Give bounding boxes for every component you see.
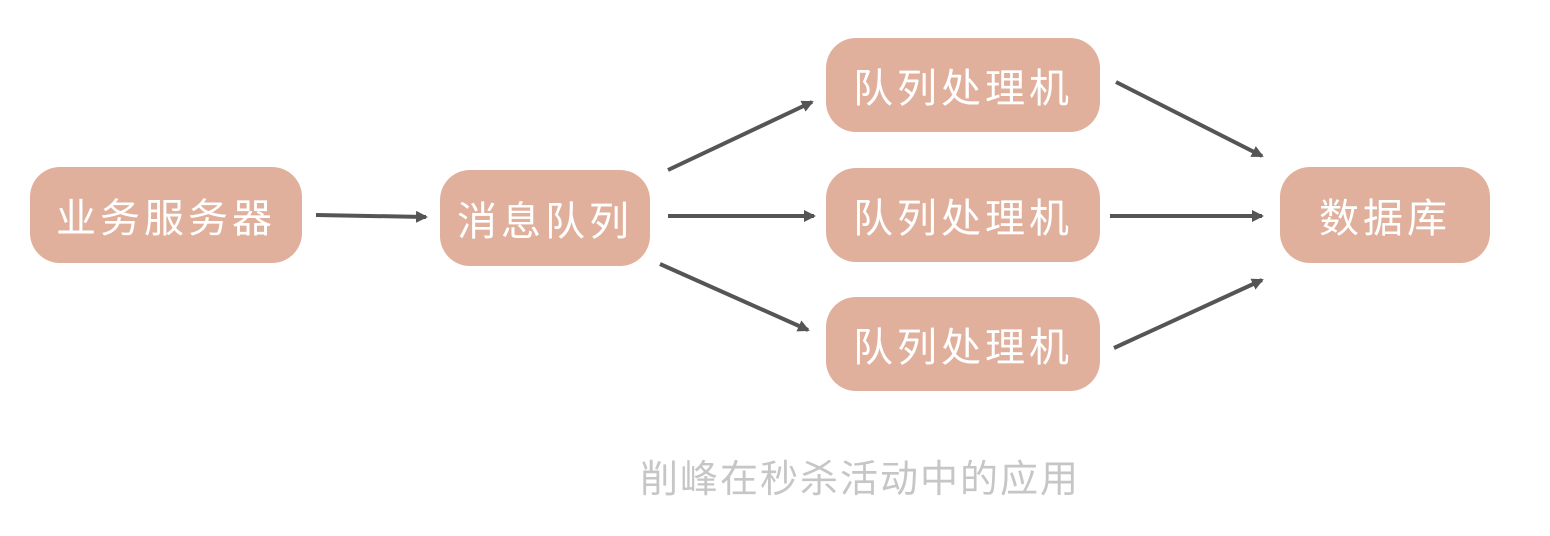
message-queue-node: 消息队列 (440, 170, 650, 266)
diagram-caption: 削峰在秒杀活动中的应用 (639, 457, 1080, 501)
arrow-worker-1-to-db (1115, 80, 1264, 158)
queue-worker-label-1: 队列处理机 (853, 66, 1073, 112)
business-server-node: 业务服务器 (30, 167, 302, 263)
queue-worker-node-2: 队列处理机 (826, 168, 1100, 262)
arrow-worker-3-to-db (1113, 278, 1264, 350)
message-queue-label: 消息队列 (457, 199, 633, 245)
queue-worker-label-3: 队列处理机 (853, 325, 1073, 371)
queue-worker-node-1: 队列处理机 (826, 38, 1100, 132)
arrow-server-to-queue (315, 210, 428, 223)
database-label: 数据库 (1319, 196, 1451, 242)
business-server-label: 业务服务器 (56, 196, 276, 242)
queue-worker-node-3: 队列处理机 (826, 297, 1100, 391)
queue-worker-label-2: 队列处理机 (853, 196, 1073, 242)
database-node: 数据库 (1280, 167, 1490, 263)
arrow-queue-to-worker-1 (667, 100, 814, 172)
arrow-queue-to-worker-3 (659, 262, 810, 332)
